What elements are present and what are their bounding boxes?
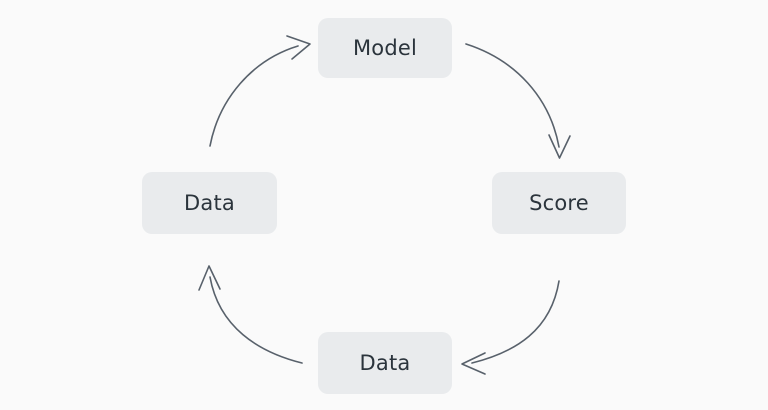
node-score[interactable]: Score — [492, 172, 626, 234]
node-data-left-label: Data — [184, 190, 235, 215]
node-model-label: Model — [352, 35, 418, 60]
node-score-label: Score — [529, 190, 589, 215]
arrow-model-to-score — [465, 43, 571, 159]
node-model[interactable]: Model — [318, 18, 452, 78]
arrow-data-bottom-to-data-left — [198, 265, 303, 364]
arrow-score-to-data-bottom — [461, 280, 560, 375]
node-data-left[interactable]: Data — [142, 172, 277, 234]
node-data-bottom-label: Data — [359, 350, 411, 375]
node-data-bottom[interactable]: Data — [318, 332, 452, 394]
arrow-data-left-to-model — [209, 35, 311, 147]
